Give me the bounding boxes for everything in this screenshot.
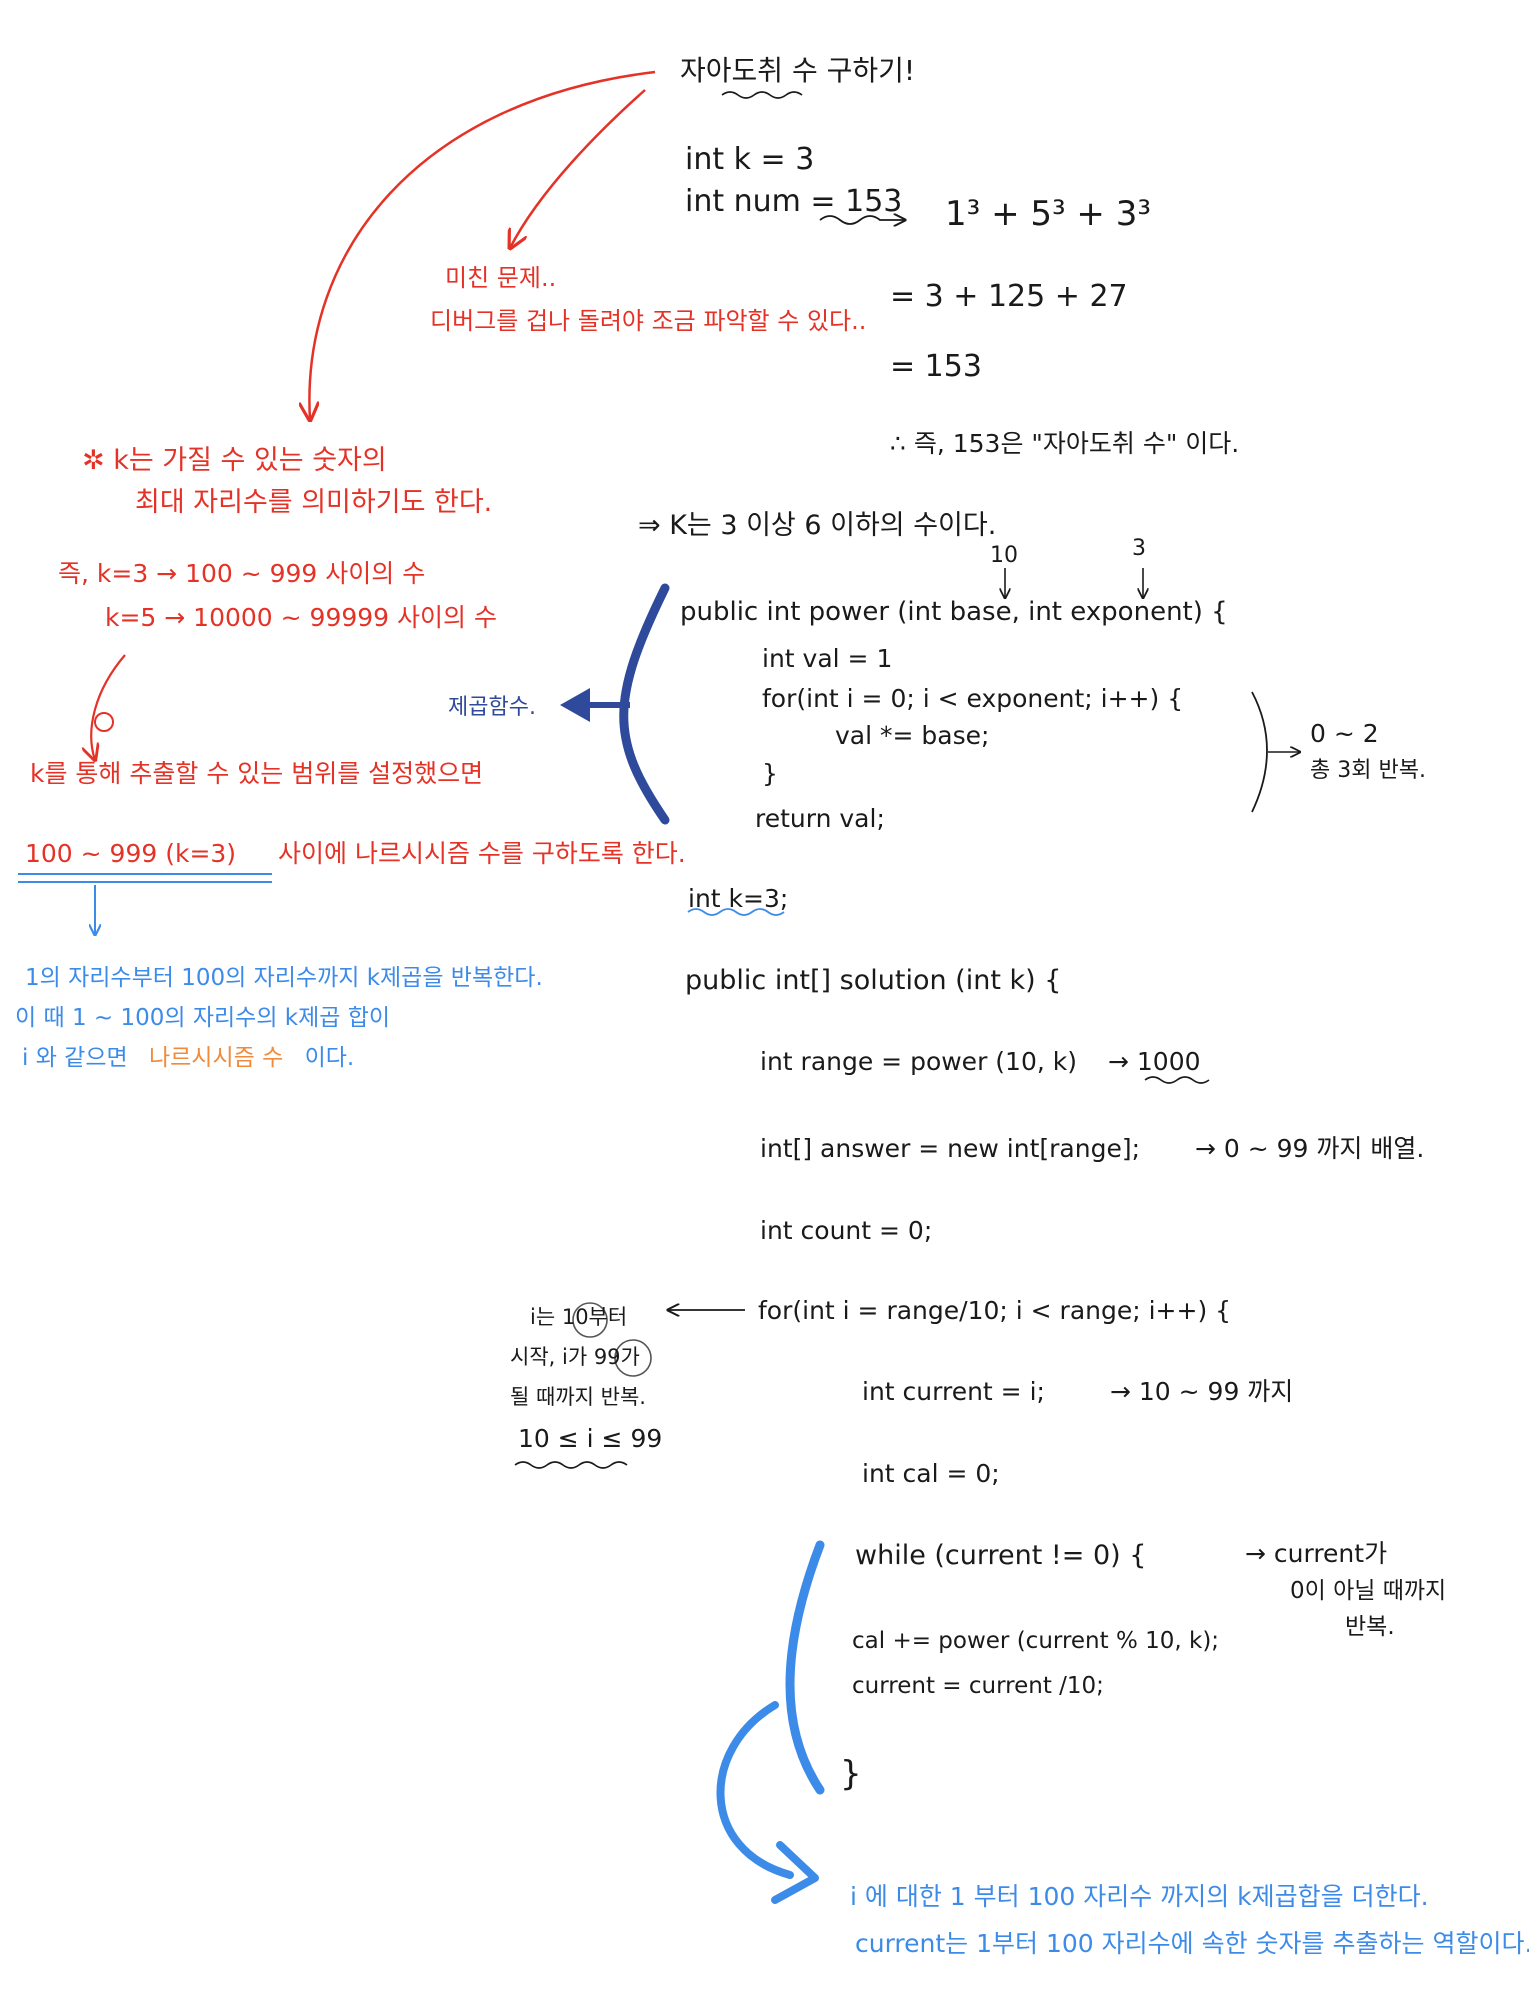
range-underline: [18, 873, 272, 883]
i-range-underline: [514, 1461, 628, 1469]
solution-signature: public int[] solution (int k) {: [685, 965, 1062, 996]
crazy-note-2: 디버그를 겁나 돌려야 조금 파악할 수 있다..: [430, 307, 867, 335]
result-note-a: i 와 같으면: [22, 1045, 128, 1071]
result-note: i 와 같으면 나르시시즘 수 이다.: [22, 1045, 354, 1071]
expansion-step2: = 153: [890, 349, 982, 384]
range-line: int range = power (10, k): [760, 1047, 1077, 1076]
range-find-b: 사이에 나르시시즘 수를 구하도록 한다.: [278, 839, 686, 868]
example-k3: 즉, k=3 → 100 ~ 999 사이의 수: [58, 559, 426, 588]
while-bracket-arrow: [716, 1701, 794, 1879]
loop-note-count: 총 3회 반복.: [1310, 758, 1426, 783]
loop-bracket: [1251, 691, 1268, 813]
i-note-4: 10 ≤ i ≤ 99: [518, 1424, 663, 1453]
range-find-a: 100 ~ 999 (k=3): [25, 839, 237, 868]
while-note-1: → current가: [1245, 1539, 1388, 1568]
range-result-underline: [1144, 1076, 1210, 1084]
page-title: 자아도취 수 구하기!: [680, 54, 916, 87]
condition-note: 이 때 1 ~ 100의 자리수의 k제곱 합이: [15, 1005, 391, 1031]
navy-bracket: [619, 583, 670, 825]
while-line: while (current != 0) {: [855, 1540, 1147, 1571]
k-range-note: ⇒ K는 3 이상 6 이하의 수이다.: [638, 510, 997, 541]
expansion-step1: = 3 + 125 + 27: [890, 279, 1128, 314]
cal-line: int cal = 0;: [862, 1459, 1000, 1488]
cal-add-line: cal += power (current % 10, k);: [852, 1628, 1220, 1654]
expansion-expr: 1³ + 5³ + 3³: [945, 194, 1151, 234]
range-result: → 1000: [1108, 1047, 1201, 1076]
while-close: }: [840, 1754, 862, 1794]
while-note-3: 반복.: [1345, 1614, 1395, 1640]
power-line-close: }: [762, 759, 778, 788]
while-bracket-arrowhead: [771, 1841, 819, 1904]
repeat-note: 1의 자리수부터 100의 자리수까지 k제곱을 반복한다.: [25, 965, 543, 991]
navy-arrow-head: [560, 688, 590, 722]
range-set-note: k를 통해 추출할 수 있는 범위를 설정했으면: [30, 759, 484, 788]
red-arrow-to-crazy-note: [510, 89, 646, 248]
current-div-line: current = current /10;: [852, 1673, 1104, 1699]
power-signature: public int power (int base, int exponent…: [680, 597, 1228, 627]
circle-10: [572, 1302, 608, 1338]
while-bracket: [785, 1540, 825, 1795]
power-line-mul: val *= base;: [835, 721, 990, 750]
k-decl-underline: [687, 908, 785, 916]
answer-note: → 0 ~ 99 까지 배열.: [1195, 1134, 1425, 1163]
i-note-2: 시작, i가 99가: [510, 1345, 640, 1369]
bottom-note-2: current는 1부터 100 자리수에 속한 숫자를 추출하는 역할이다.: [855, 1929, 1529, 1958]
power-line-return: return val;: [755, 804, 885, 833]
power-arg-exponent: 3: [1132, 536, 1146, 561]
k-declaration: int k=3;: [688, 884, 789, 913]
answer-line: int[] answer = new int[range];: [760, 1134, 1141, 1163]
count-line: int count = 0;: [760, 1216, 933, 1245]
intro-code-num: int num = 153: [685, 184, 903, 219]
power-line-val: int val = 1: [762, 644, 893, 673]
result-note-b: 나르시시즘 수: [148, 1045, 284, 1071]
red-loop: [94, 712, 114, 732]
current-line: int current = i;: [862, 1377, 1045, 1406]
intro-code-k: int k = 3: [685, 142, 815, 177]
crazy-note-1: 미친 문제..: [445, 264, 557, 292]
power-line-for: for(int i = 0; i < exponent; i++) {: [762, 684, 1184, 713]
while-note-2: 0이 아닐 때까지: [1290, 1578, 1447, 1604]
expansion-conclusion: ∴ 즉, 153은 "자아도취 수" 이다.: [890, 429, 1240, 458]
red-arrow-down: [91, 654, 126, 760]
i-note-1: i는 10부터: [530, 1305, 628, 1329]
recursion-label: 제곱함수.: [448, 695, 536, 720]
i-note-3: 될 때까지 반복.: [510, 1385, 646, 1409]
loop-note-range: 0 ~ 2: [1310, 719, 1379, 748]
red-arrow-to-k-note: [309, 70, 656, 420]
k-meaning-1: ✲ k는 가질 수 있는 숫자의: [82, 445, 387, 476]
k-meaning-2: 최대 자리수를 의미하기도 한다.: [135, 487, 493, 518]
for-loop-line: for(int i = range/10; i < range; i++) {: [758, 1296, 1232, 1325]
bottom-note-1: i 에 대한 1 부터 100 자리수 까지의 k제곱합을 더한다.: [850, 1882, 1429, 1911]
circle-99: [614, 1339, 652, 1377]
title-underline: [721, 91, 803, 99]
num-arrow: [819, 216, 905, 224]
power-arg-base: 10: [990, 543, 1018, 568]
result-note-c: 이다.: [304, 1045, 355, 1071]
example-k5: k=5 → 10000 ~ 99999 사이의 수: [105, 603, 497, 632]
current-note: → 10 ~ 99 까지: [1110, 1377, 1294, 1406]
